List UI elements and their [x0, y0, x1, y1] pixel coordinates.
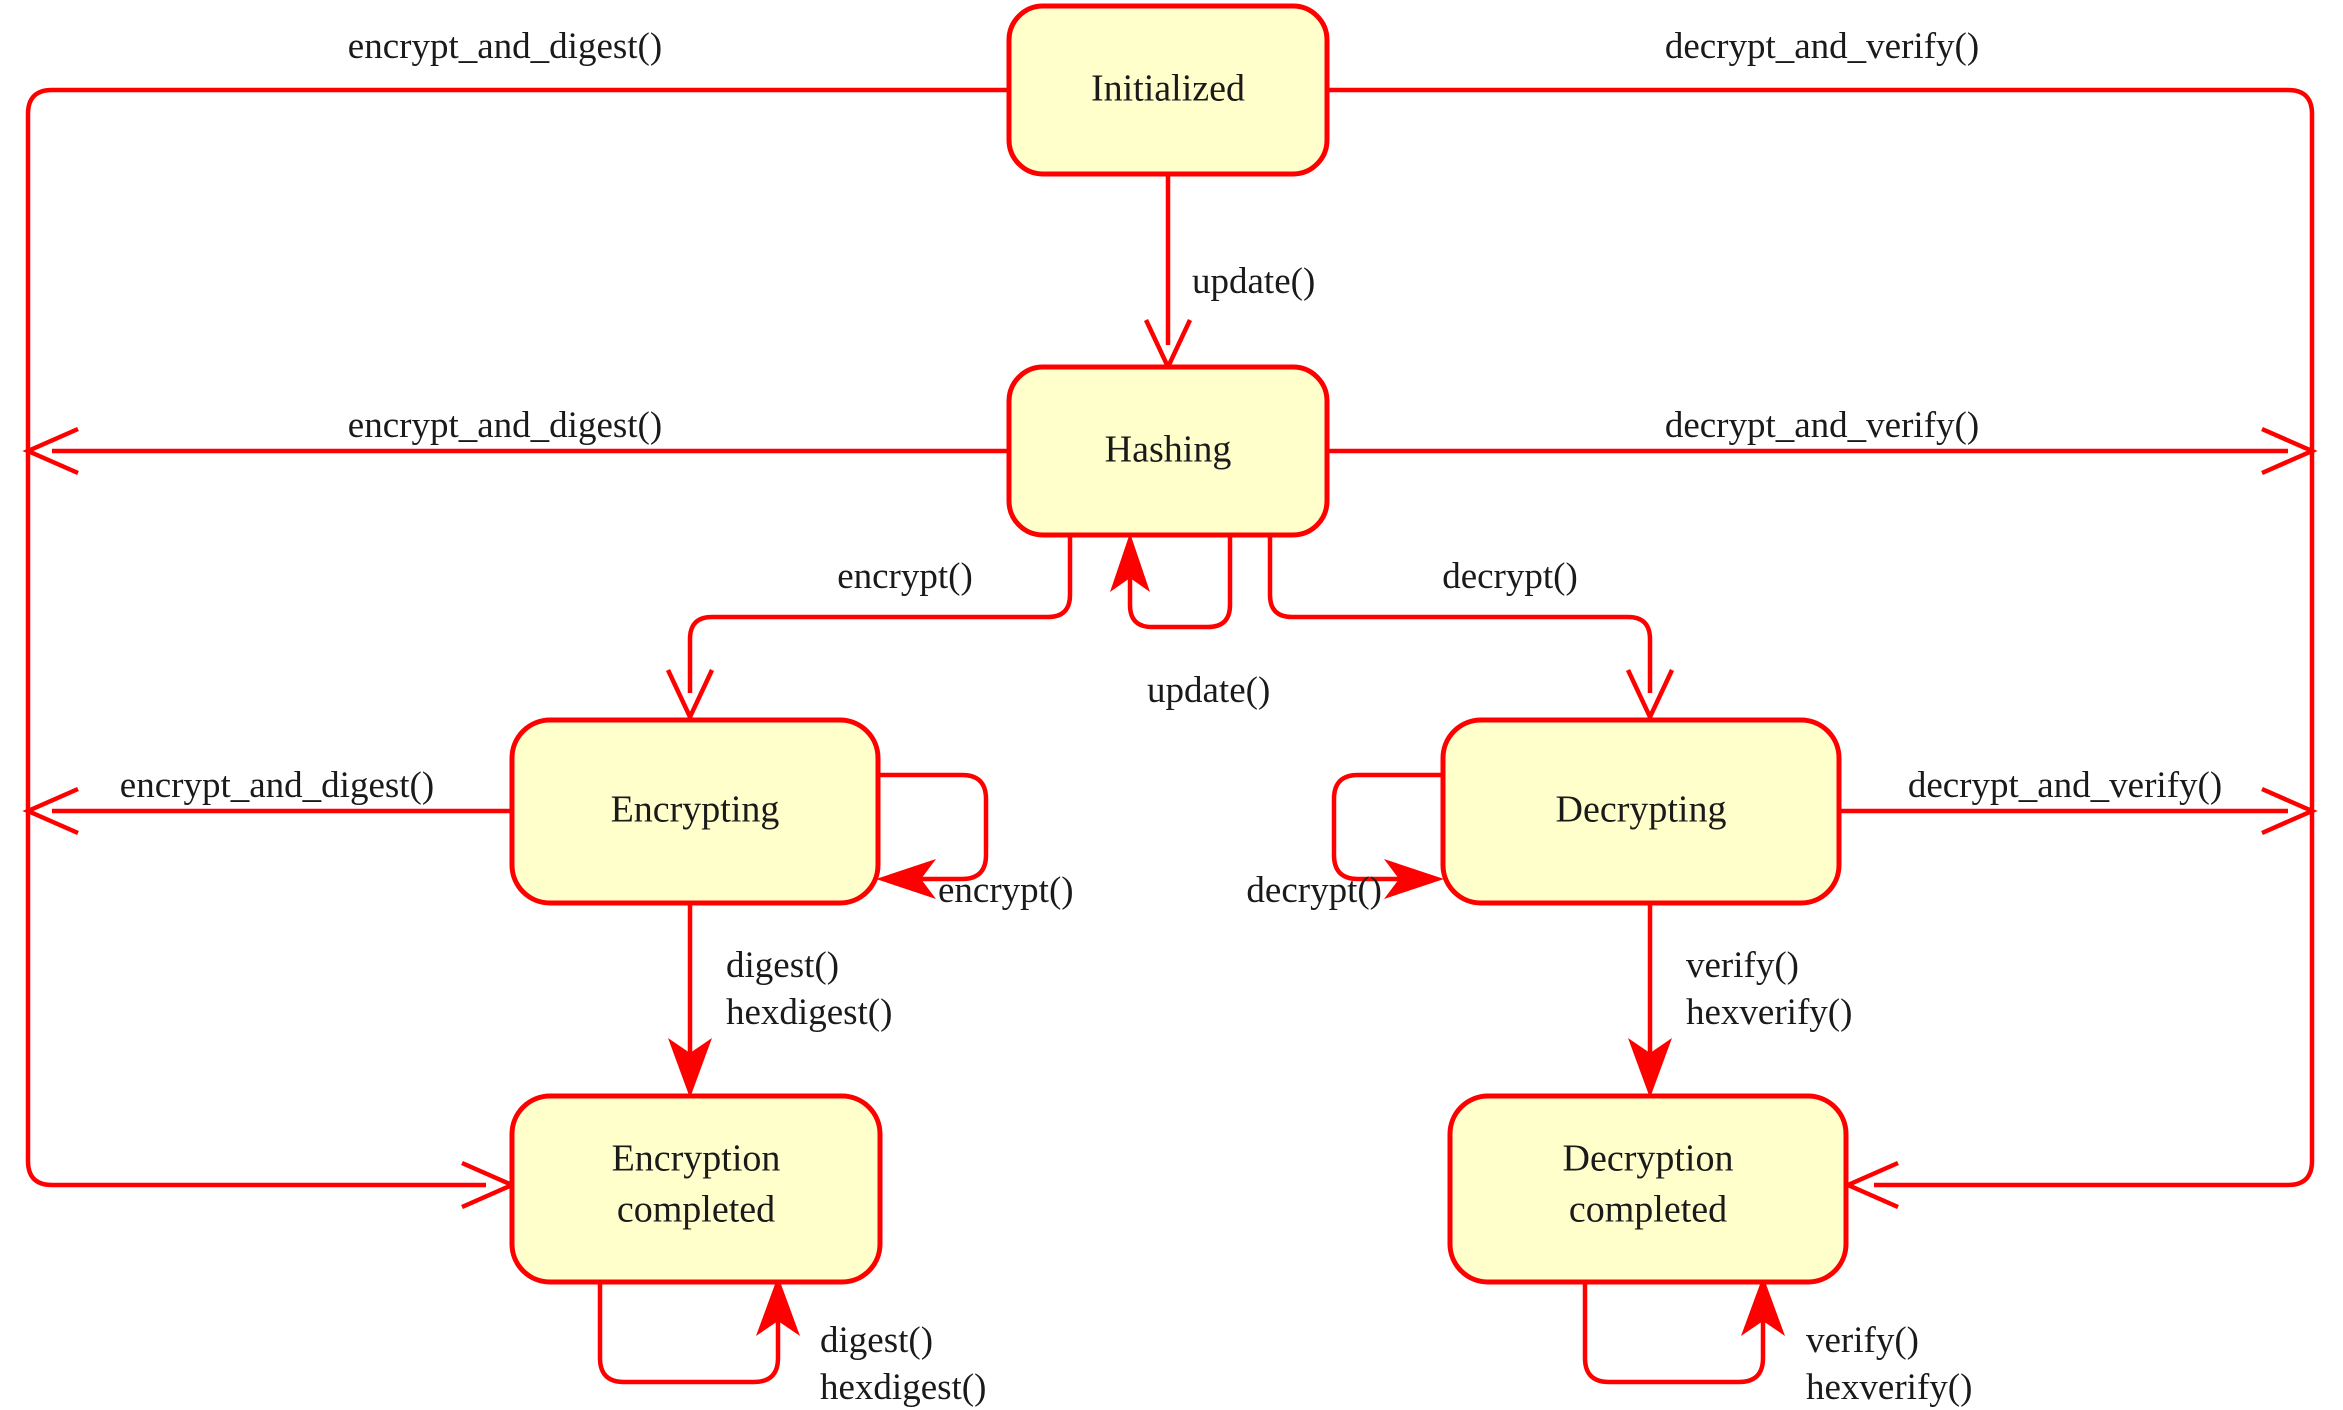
edge-label: hexverify(): [1806, 1367, 1972, 1408]
edge-label: encrypt(): [837, 556, 973, 597]
state-node-label-line1: Encryption: [612, 1138, 781, 1180]
arrowhead-filled-icon: [876, 859, 936, 899]
arrowhead-filled-icon: [1741, 1276, 1785, 1336]
state-node-label: Encrypting: [611, 789, 780, 831]
edge-path: [1331, 772, 1442, 882]
arrowhead-vee-icon: [2261, 426, 2318, 476]
arrowhead-vee-icon: [665, 669, 715, 723]
edge-label: digest(): [820, 1320, 933, 1361]
state-node-label-line2: completed: [1569, 1189, 1727, 1231]
edge-hashing-left-encrypt-and-digest[interactable]: encrypt_and_digest(): [22, 405, 1008, 476]
edge-label: encrypt(): [938, 870, 1074, 911]
state-node-encrypting[interactable]: Encrypting: [509, 717, 881, 906]
edge-label: verify(): [1806, 1320, 1919, 1361]
node-shape: [509, 717, 881, 906]
edge-path: [878, 772, 989, 882]
state-node-encryption-completed[interactable]: Encryption completed: [509, 1093, 883, 1285]
edge-path: [687, 537, 1073, 693]
edge-encrypting-self-encrypt[interactable]: encrypt(): [876, 772, 1074, 911]
edge-init-to-hashing[interactable]: update(): [1143, 174, 1315, 373]
edge-encrypting-to-encryption-completed[interactable]: digest() hexdigest(): [668, 905, 892, 1098]
edge-path: [1328, 87, 2315, 1188]
state-node-label: Decrypting: [1556, 789, 1727, 831]
edge-path: [25, 87, 1008, 1188]
state-node-hashing[interactable]: Hashing: [1006, 364, 1330, 538]
edge-label: hexdigest(): [726, 992, 892, 1033]
arrowhead-filled-icon: [756, 1276, 800, 1336]
state-node-label-line1: Decryption: [1563, 1138, 1734, 1180]
state-node-label: Hashing: [1105, 429, 1232, 471]
arrowhead-vee-icon: [1625, 669, 1675, 723]
edge-init-to-decryption-completed[interactable]: decrypt_and_verify(): [1328, 26, 2315, 1210]
edge-hashing-right-decrypt-and-verify[interactable]: decrypt_and_verify(): [1328, 405, 2318, 476]
node-shape: [509, 1093, 883, 1285]
state-node-label: Initialized: [1091, 68, 1245, 110]
arrowhead-filled-icon: [668, 1038, 712, 1098]
edge-hashing-to-encrypting[interactable]: encrypt(): [665, 537, 1073, 723]
arrowhead-filled-icon: [1110, 533, 1150, 592]
state-node-label-line2: completed: [617, 1189, 775, 1231]
arrowhead-vee-icon: [2261, 786, 2318, 836]
edge-hashing-self-update[interactable]: update(): [1110, 533, 1270, 711]
edge-label: decrypt_and_verify(): [1665, 26, 1979, 67]
state-node-initialized[interactable]: Initialized: [1006, 3, 1330, 177]
arrowhead-vee-icon: [22, 426, 79, 476]
edge-label: encrypt_and_digest(): [348, 26, 662, 67]
state-node-decryption-completed[interactable]: Decryption completed: [1447, 1093, 1849, 1285]
edge-label: encrypt_and_digest(): [120, 765, 434, 806]
edge-label: digest(): [726, 945, 839, 986]
edge-label: hexverify(): [1686, 992, 1852, 1033]
edge-encrypting-left-encrypt-and-digest[interactable]: encrypt_and_digest(): [22, 765, 512, 836]
edge-decrypting-self-decrypt[interactable]: decrypt(): [1246, 772, 1444, 911]
edge-hashing-to-decrypting[interactable]: decrypt(): [1267, 537, 1675, 723]
edge-label: hexdigest(): [820, 1367, 986, 1408]
edge-label: encrypt_and_digest(): [348, 405, 662, 446]
edge-path: [1127, 537, 1233, 630]
arrowhead-filled-icon: [1384, 859, 1444, 899]
node-shape: [1447, 1093, 1849, 1285]
edge-decrypting-to-decryption-completed[interactable]: verify() hexverify(): [1628, 905, 1852, 1098]
edge-path: [1267, 537, 1653, 693]
edge-label: decrypt_and_verify(): [1908, 765, 2222, 806]
state-node-decrypting[interactable]: Decrypting: [1440, 717, 1842, 906]
node-shape: [1006, 3, 1330, 177]
edge-label: verify(): [1686, 945, 1799, 986]
edge-label: decrypt(): [1442, 556, 1578, 597]
edge-label: decrypt_and_verify(): [1665, 405, 1979, 446]
edge-encryption-completed-self[interactable]: digest() hexdigest(): [597, 1276, 986, 1408]
edge-label: decrypt(): [1246, 870, 1382, 911]
edge-decrypting-right-decrypt-and-verify[interactable]: decrypt_and_verify(): [1838, 765, 2318, 836]
edge-decryption-completed-self[interactable]: verify() hexverify(): [1582, 1276, 1972, 1408]
edge-path: [597, 1282, 781, 1385]
arrowhead-vee-icon: [22, 786, 79, 836]
edge-label: update(): [1192, 261, 1315, 302]
edge-label: update(): [1147, 670, 1270, 711]
node-shape: [1440, 717, 1842, 906]
arrowhead-filled-icon: [1628, 1038, 1672, 1098]
edge-path: [1582, 1282, 1766, 1385]
node-shape: [1006, 364, 1330, 538]
edge-init-to-encryption-completed[interactable]: encrypt_and_digest(): [25, 26, 1008, 1210]
